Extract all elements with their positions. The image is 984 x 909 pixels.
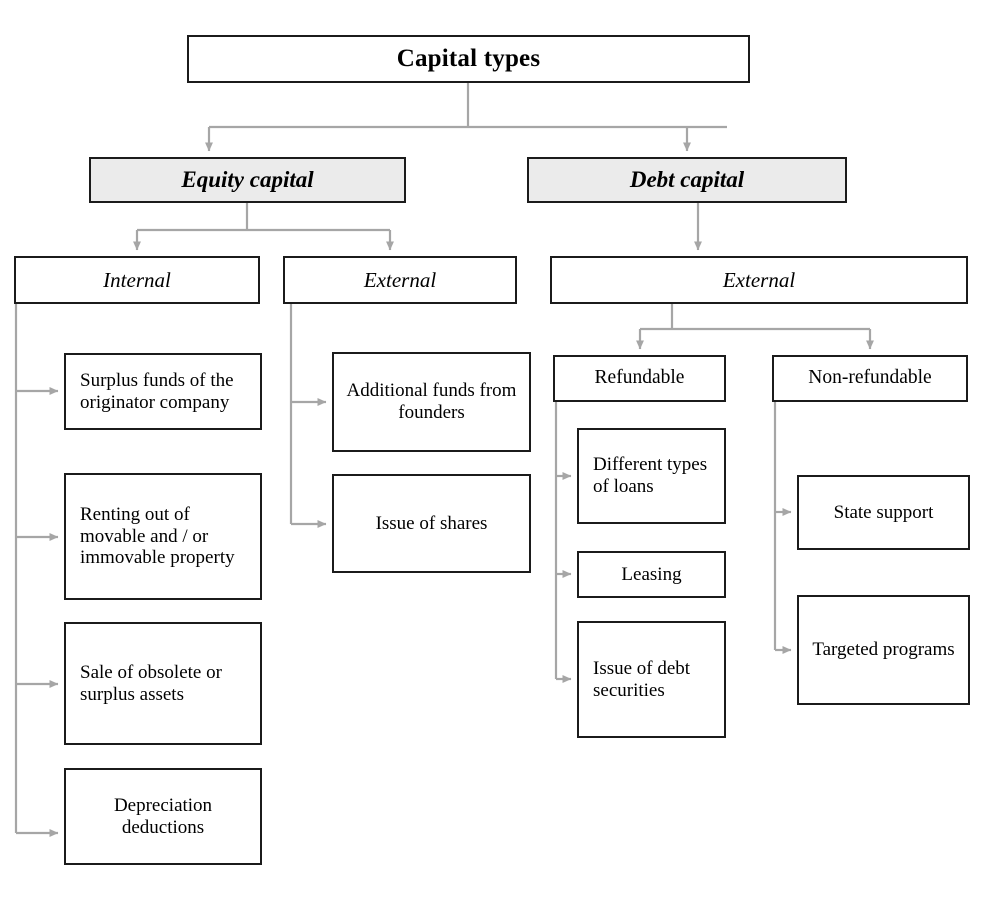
node-label: Targeted programs [812, 639, 955, 661]
node-label: State support [833, 501, 934, 523]
node-label: Different types of loans [593, 454, 708, 497]
node-targeted-programs[interactable]: Targeted programs [797, 595, 970, 705]
node-label: Equity capital [181, 166, 314, 192]
node-debt-external[interactable]: External [550, 256, 968, 304]
node-sale-obsolete[interactable]: Sale of obsolete or surplus assets [64, 622, 262, 745]
node-label: Sale of obsolete or surplus assets [80, 661, 222, 705]
node-different-types-of-loans[interactable]: Different types of loans [577, 428, 726, 524]
node-equity-internal[interactable]: Internal [14, 256, 260, 304]
node-state-support[interactable]: State support [797, 475, 970, 550]
node-label: Debt capital [629, 166, 745, 192]
node-debt-capital[interactable]: Debt capital [527, 157, 847, 203]
node-equity-capital[interactable]: Equity capital [89, 157, 406, 203]
node-label: Renting out of movable and / or immovabl… [80, 503, 235, 569]
node-capital-types[interactable]: Capital types [187, 35, 750, 83]
node-surplus-funds[interactable]: Surplus funds of the originator company [64, 353, 262, 430]
node-additional-funds[interactable]: Additional funds from founders [332, 352, 531, 452]
node-leasing[interactable]: Leasing [577, 551, 726, 598]
node-label: Internal [103, 267, 171, 292]
node-label: External [722, 267, 796, 292]
node-issue-of-shares[interactable]: Issue of shares [332, 474, 531, 573]
node-depreciation-deductions[interactable]: Depreciation deductions [64, 768, 262, 865]
node-label: Additional funds from founders [346, 380, 517, 423]
node-label: Surplus funds of the originator company [80, 369, 234, 413]
node-label: Capital types [396, 44, 541, 72]
node-equity-external[interactable]: External [283, 256, 517, 304]
node-label: Issue of shares [375, 512, 488, 534]
node-refundable[interactable]: Refundable [553, 355, 726, 402]
node-label: Issue of debt securities [593, 657, 691, 701]
node-label: External [363, 267, 437, 292]
node-label: Leasing [621, 563, 682, 585]
node-renting-out[interactable]: Renting out of movable and / or immovabl… [64, 473, 262, 600]
node-label: Refundable [594, 367, 685, 389]
node-label: Non-refundable [808, 367, 932, 389]
node-issue-of-debt-securities[interactable]: Issue of debt securities [577, 621, 726, 738]
node-label: Depreciation deductions [113, 794, 213, 838]
node-non-refundable[interactable]: Non-refundable [772, 355, 968, 402]
